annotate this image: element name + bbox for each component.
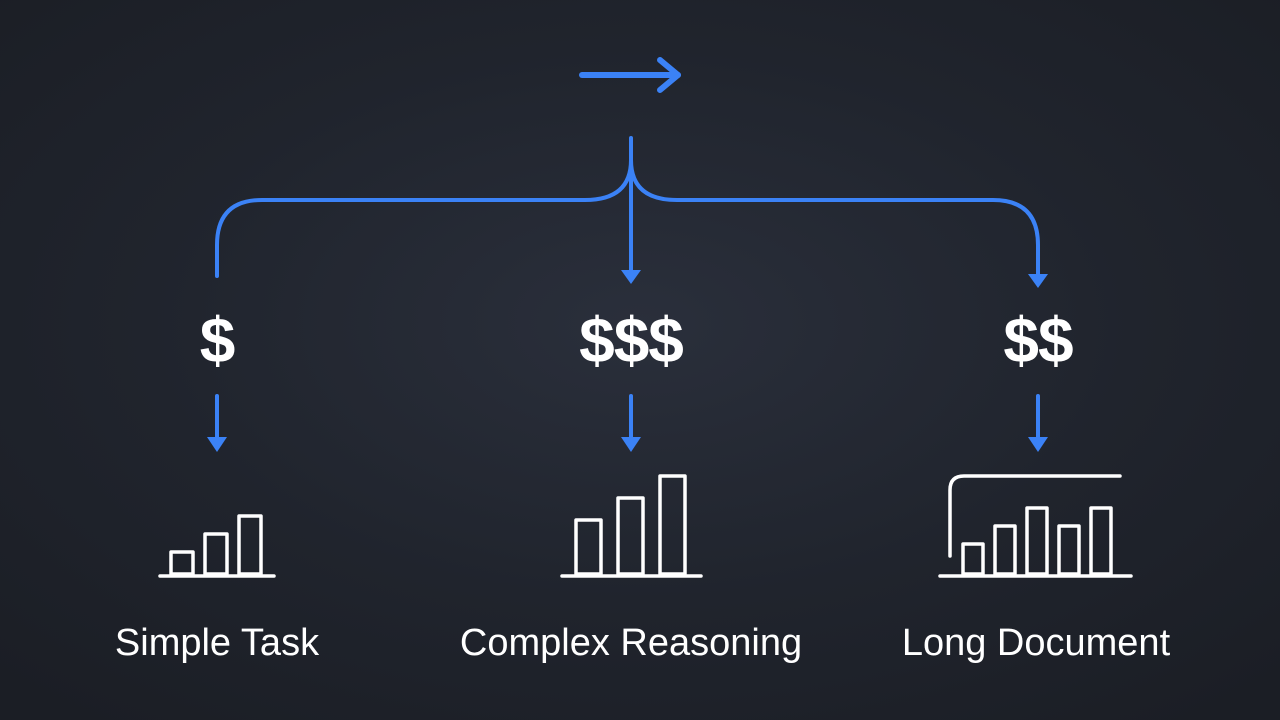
branch-connector (215, 136, 1040, 278)
cost-complex-reasoning: $$$ (579, 304, 684, 376)
cost-simple-task: $ (199, 304, 236, 376)
down-arrows (207, 394, 1048, 452)
left-branch-line (215, 158, 633, 278)
chart-bar (237, 514, 263, 576)
chart-bar (993, 524, 1017, 576)
chart-bar (169, 550, 195, 576)
chart-bar (574, 518, 603, 576)
chart-frame (948, 474, 1122, 558)
chart-bar (616, 496, 645, 576)
chart-bar (1057, 524, 1081, 576)
chart-bar (203, 532, 229, 576)
center-branch-arrowhead (621, 270, 641, 284)
label-simple-task: Simple Task (114, 622, 320, 664)
down-arrow-icon (207, 394, 227, 452)
arrow-right-icon (579, 57, 681, 93)
label-long-document: Long Document (901, 622, 1171, 664)
chart-bar (1025, 506, 1049, 576)
bar-chart-icon (560, 474, 703, 578)
right-branch-arrowhead (1028, 274, 1048, 288)
branch-arrowheads (621, 270, 1048, 288)
cost-long-document: $$ (1003, 304, 1073, 376)
bar-chart-icon (158, 514, 276, 578)
chart-bar (1089, 506, 1113, 576)
chart-bar (961, 542, 985, 576)
down-arrow-icon (621, 394, 641, 452)
bar-chart-icon (938, 474, 1133, 578)
right-branch-line (629, 158, 1040, 278)
label-complex-reasoning: Complex Reasoning (459, 622, 803, 664)
down-arrow-icon (1028, 394, 1048, 452)
chart-bar (658, 474, 687, 576)
